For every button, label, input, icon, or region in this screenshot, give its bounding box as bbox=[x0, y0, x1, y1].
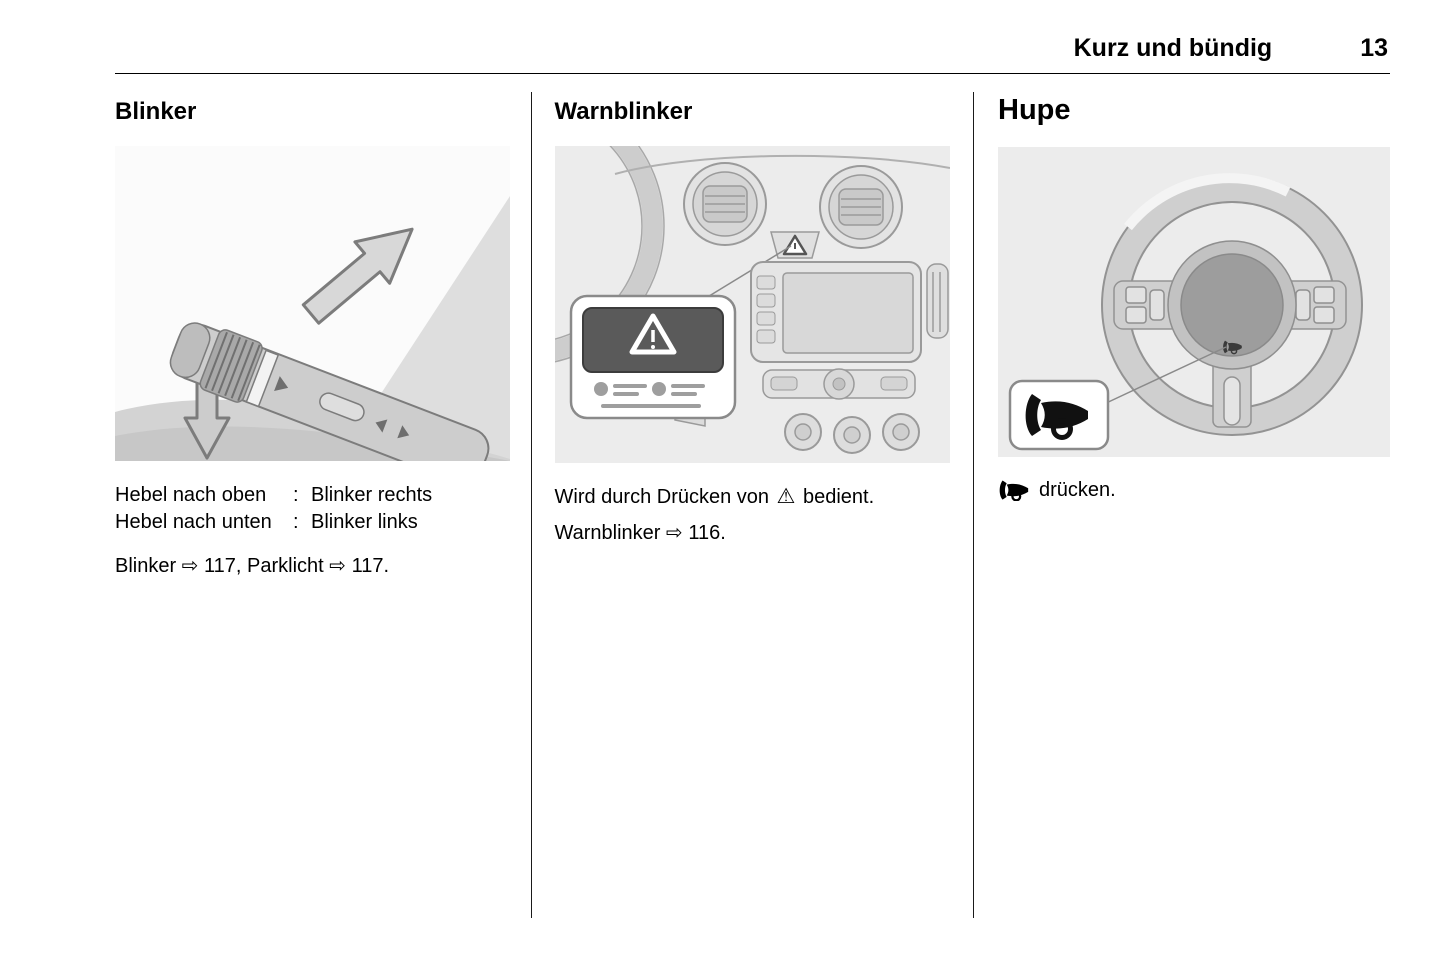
warnblinker-page-reference: Warnblinker ⇨ 116. bbox=[554, 522, 726, 544]
lever-definition: Blinker rechts bbox=[311, 484, 433, 506]
colon-separator: : bbox=[293, 484, 299, 506]
lever-term: Hebel nach oben bbox=[115, 484, 267, 506]
warnblinker-instruction: Wird durch Drücken von ⚠ bedient. bbox=[555, 483, 950, 511]
right-air-vent bbox=[818, 165, 903, 249]
lever-up-arrow-icon bbox=[301, 227, 414, 325]
hupe-instruction: drücken. bbox=[998, 479, 1390, 502]
horn-icon bbox=[999, 480, 1029, 501]
column-blinker: Blinker bbox=[115, 92, 510, 580]
hazard-button-callout bbox=[569, 294, 736, 420]
hupe-instruction-text: drücken. bbox=[1039, 479, 1116, 501]
hupe-figure bbox=[998, 147, 1390, 457]
hazard-warning-icon: ⚠ bbox=[776, 485, 796, 508]
colon-separator: : bbox=[293, 511, 299, 533]
climate-controls bbox=[783, 413, 920, 454]
column-divider bbox=[972, 92, 973, 918]
turn-signal-stalk bbox=[169, 322, 490, 461]
instruction-text-after: bedient. bbox=[802, 486, 875, 508]
horn-symbol-on-wheel bbox=[1223, 340, 1242, 355]
airbag-label-glyphs bbox=[593, 382, 705, 408]
section-title-blinker: Blinker bbox=[115, 98, 197, 125]
content-columns: Blinker bbox=[115, 74, 1390, 918]
column-hupe: Hupe bbox=[998, 92, 1390, 502]
chapter-title: Kurz und bündig bbox=[1073, 34, 1273, 62]
horn-callout bbox=[1008, 379, 1110, 451]
horn-steering-wheel-illustration bbox=[998, 147, 1390, 457]
turn-signal-lever-illustration bbox=[115, 146, 510, 461]
section-title-hupe: Hupe bbox=[998, 94, 1071, 126]
warnblinker-figure bbox=[554, 146, 950, 463]
section-title-warnblinker: Warnblinker bbox=[554, 98, 693, 125]
lever-function-table: Hebel nach oben : Blinker rechts Hebel n… bbox=[115, 482, 510, 536]
steering-wheel bbox=[1101, 173, 1363, 436]
lever-term: Hebel nach unten bbox=[115, 511, 272, 533]
blinker-page-reference: Blinker ⇨ 117, Parklicht ⇨ 117. bbox=[115, 555, 390, 577]
horn-icon bbox=[1025, 394, 1088, 440]
blinker-figure bbox=[115, 146, 510, 461]
table-row: Hebel nach unten : Blinker links bbox=[115, 509, 510, 536]
column-divider bbox=[531, 92, 532, 918]
hazard-lights-dashboard-illustration bbox=[554, 146, 950, 463]
lever-definition: Blinker links bbox=[311, 511, 418, 533]
instruction-text-before: Wird durch Drücken von bbox=[554, 486, 770, 508]
left-air-vent bbox=[682, 162, 767, 246]
hazard-warning-icon bbox=[629, 313, 676, 355]
page-number: 13 bbox=[1360, 34, 1388, 62]
header-rule bbox=[115, 73, 1390, 74]
column-warnblinker: Warnblinker bbox=[554, 92, 950, 547]
page-header: Kurz und bündig 13 bbox=[0, 0, 1445, 63]
table-row: Hebel nach oben : Blinker rechts bbox=[115, 482, 510, 509]
